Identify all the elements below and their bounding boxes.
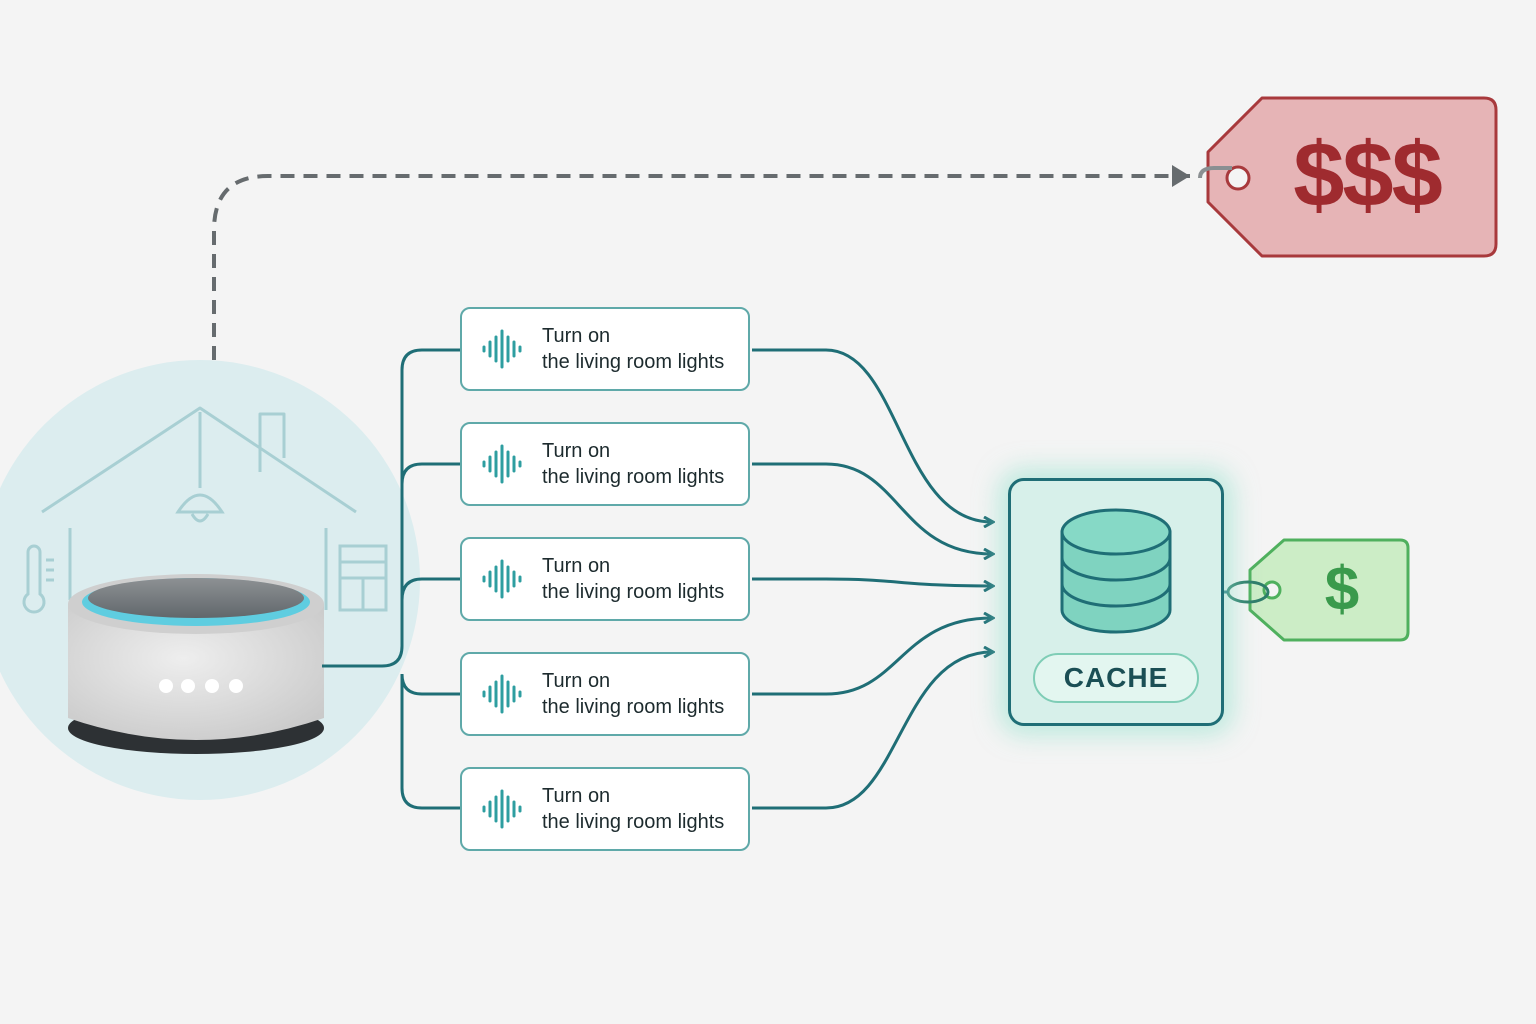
command-card-2: Turn on the living room lights bbox=[460, 422, 750, 506]
command-card-3: Turn on the living room lights bbox=[460, 537, 750, 621]
command-line-2: the living room lights bbox=[542, 351, 725, 373]
house-icon bbox=[41, 406, 357, 610]
command-line-1: Turn on bbox=[542, 325, 611, 347]
cache-box: CACHE bbox=[1008, 478, 1224, 726]
thermometer-icon bbox=[22, 544, 54, 614]
database-icon bbox=[1060, 508, 1172, 634]
command-line-2: the living room lights bbox=[542, 696, 725, 718]
command-line-2: the living room lights bbox=[542, 466, 725, 488]
expensive-price-label: $$$ bbox=[1293, 124, 1443, 226]
sound-wave-icon bbox=[482, 329, 522, 369]
cheap-price-label: $ bbox=[1324, 555, 1360, 624]
command-card-4: Turn on the living room lights bbox=[460, 652, 750, 736]
command-card-5: Turn on the living room lights bbox=[460, 767, 750, 851]
command-line-1: Turn on bbox=[542, 785, 611, 807]
smart-speaker-icon bbox=[68, 574, 324, 754]
ceiling-lamp-icon bbox=[175, 412, 225, 523]
sound-wave-icon bbox=[482, 674, 522, 714]
sound-wave-icon bbox=[482, 559, 522, 599]
sound-wave-icon bbox=[482, 789, 522, 829]
command-line-1: Turn on bbox=[542, 440, 611, 462]
command-card-1: Turn on the living room lights bbox=[460, 307, 750, 391]
direct-request-dashed-path bbox=[212, 165, 1190, 360]
sound-wave-icon bbox=[482, 444, 522, 484]
command-line-1: Turn on bbox=[542, 670, 611, 692]
expensive-price-tag bbox=[1198, 96, 1498, 258]
commands-to-cache-connectors bbox=[752, 348, 992, 810]
speaker-to-commands-connectors bbox=[322, 348, 460, 810]
command-line-1: Turn on bbox=[542, 555, 611, 577]
window-icon bbox=[338, 544, 388, 612]
command-line-2: the living room lights bbox=[542, 581, 725, 603]
command-line-2: the living room lights bbox=[542, 811, 725, 833]
cache-label: CACHE bbox=[1033, 653, 1199, 703]
cheap-price-tag bbox=[1224, 538, 1410, 642]
